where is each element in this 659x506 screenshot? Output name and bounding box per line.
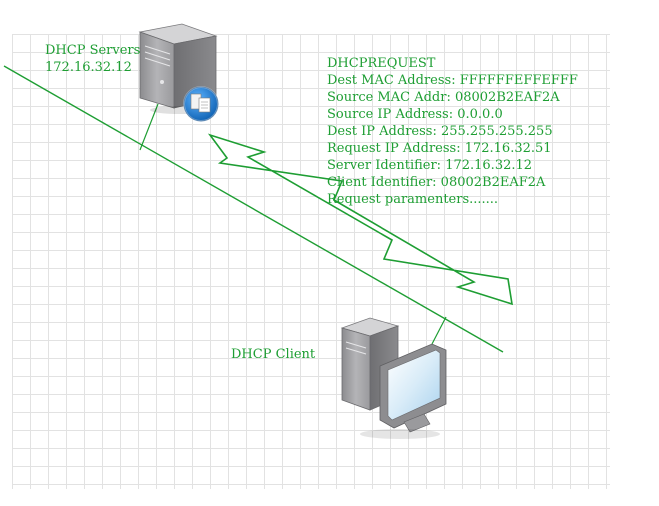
server-ip: 172.16.32.12 xyxy=(45,60,132,75)
desktop-computer-icon xyxy=(340,317,447,439)
grid-background xyxy=(12,34,610,489)
request-arrow xyxy=(207,133,513,306)
field-client-identifier: Client Identifier: 08002B2EAF2A xyxy=(327,175,546,190)
field-request-parameters: Request paramenters....... xyxy=(327,192,499,207)
field-source-ip: Source IP Address: 0.0.0.0 xyxy=(327,107,503,122)
client-label: DHCP Client xyxy=(231,347,316,362)
server-label: DHCP Servers 172.16.32.12 xyxy=(45,42,140,76)
dhcp-request-details: DHCPREQUEST Dest MAC Address: FFFFFFEFFE… xyxy=(327,55,578,208)
server-connector xyxy=(139,103,159,151)
client-connector xyxy=(431,316,447,345)
field-server-identifier: Server Identifier: 172.16.32.12 xyxy=(327,158,533,173)
field-dest-mac: Dest MAC Address: FFFFFFEFFEFFF xyxy=(327,73,578,88)
message-title: DHCPREQUEST xyxy=(327,56,436,71)
network-line xyxy=(3,65,504,353)
server-title: DHCP Servers xyxy=(45,43,141,58)
field-request-ip: Request IP Address: 172.16.32.51 xyxy=(327,141,552,156)
field-dest-ip: Dest IP Address: 255.255.255.255 xyxy=(327,124,553,139)
server-icon xyxy=(138,23,219,122)
field-source-mac: Source MAC Addr: 08002B2EAF2A xyxy=(327,90,560,105)
